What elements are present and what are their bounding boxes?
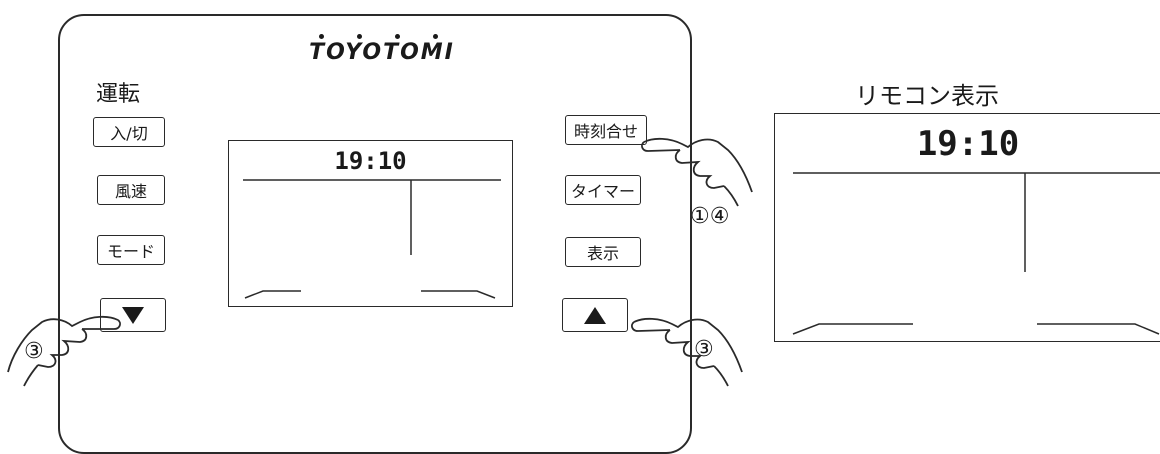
remote-lcd: 19:10	[228, 140, 513, 307]
remote-display-title: リモコン表示	[855, 82, 999, 110]
fan-speed-button[interactable]: 風速	[97, 175, 165, 205]
step-marker-down: ③	[24, 339, 44, 364]
triangle-up-icon	[584, 306, 606, 324]
lcd-time: 19:10	[334, 147, 407, 175]
brand-logo: TOYOTOMI	[297, 34, 467, 68]
timer-button[interactable]: タイマー	[565, 175, 641, 205]
power-button[interactable]: 入/切	[93, 117, 165, 147]
logo-dot	[319, 34, 324, 39]
remote-display-time: 19:10	[916, 124, 1020, 164]
mode-button[interactable]: モード	[97, 235, 165, 265]
operation-label: 運転	[96, 82, 141, 107]
lcd-segments	[243, 179, 501, 299]
clock-set-button[interactable]: 時刻合せ	[565, 115, 647, 145]
step-marker-time-set: ①④	[690, 204, 730, 229]
pointing-hand-icon	[641, 137, 753, 207]
display-button[interactable]: 表示	[565, 237, 641, 267]
pointing-hand-icon	[7, 315, 121, 387]
remote-display-segments	[792, 172, 1160, 335]
pointing-hand-icon	[631, 317, 743, 387]
brand-name: TOYOTOMI	[309, 40, 455, 65]
remote-display-lcd: 19:10	[774, 113, 1160, 342]
logo-dot	[433, 34, 438, 39]
down-button[interactable]	[100, 298, 166, 332]
up-button[interactable]	[562, 298, 628, 332]
triangle-down-icon	[122, 306, 144, 324]
logo-dot	[395, 34, 400, 39]
logo-dot	[357, 34, 362, 39]
